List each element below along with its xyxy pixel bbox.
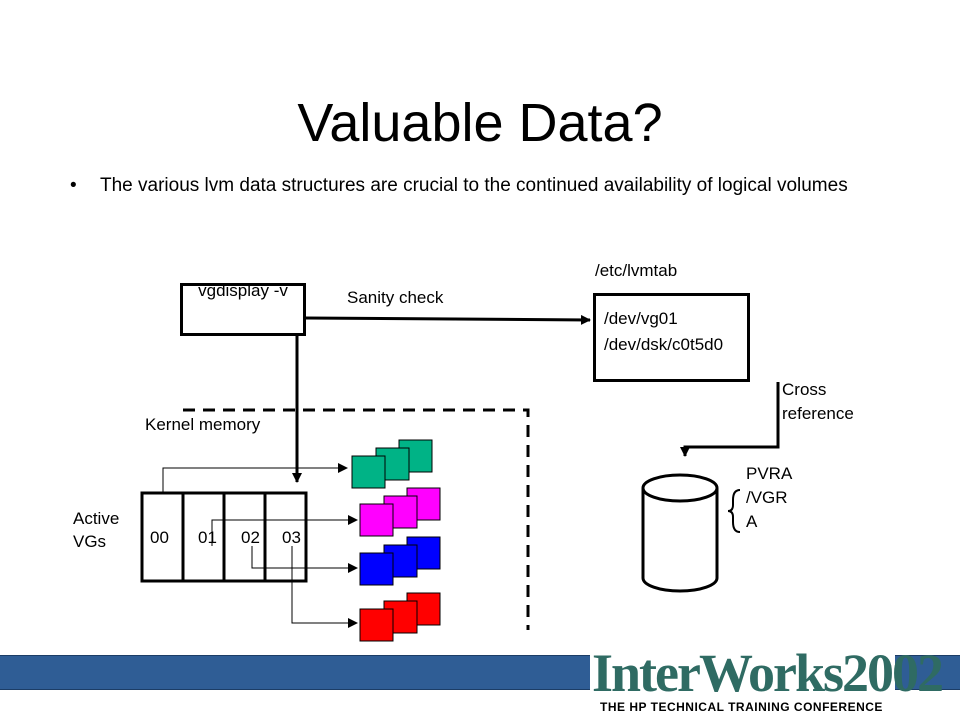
vg01-squares <box>359 487 441 537</box>
brace-icon <box>727 489 741 533</box>
cross-reference-label: reference <box>782 404 854 423</box>
kernel-memory-label: Kernel memory <box>145 415 261 434</box>
pvra-label: /VGR <box>746 488 788 507</box>
vg02-squares <box>359 536 441 586</box>
kernel-memory-boundary <box>183 408 530 630</box>
vg-number: 02 <box>241 528 260 547</box>
vg-number: 00 <box>150 528 169 547</box>
cross-reference-arrow <box>680 382 780 457</box>
square <box>359 503 394 537</box>
vgdisplay-box: vgdisplay -v <box>180 283 306 336</box>
vg00-connector <box>162 463 348 493</box>
lvmtab-title: /etc/lvmtab <box>595 261 678 280</box>
vgdisplay-label: vgdisplay -v <box>198 283 288 300</box>
vg-number: 03 <box>282 528 301 547</box>
sanity-check-label: Sanity check <box>347 288 444 307</box>
pvra-label: PVRA <box>746 464 793 483</box>
bullet-marker: • <box>70 175 77 196</box>
pvra-label: A <box>746 512 758 531</box>
vg01-connector <box>211 515 358 546</box>
footer-bar <box>0 655 590 690</box>
interworks-logo: InterWorks2002 THE HP TECHNICAL TRAINING… <box>592 643 944 720</box>
vg03-connector <box>291 546 358 628</box>
square <box>359 608 394 642</box>
lvmtab-line: /dev/vg01 <box>604 309 678 328</box>
square <box>359 552 394 586</box>
vg00-squares <box>351 439 433 489</box>
cross-reference-label: Cross <box>782 380 827 399</box>
disk-icon <box>641 473 719 593</box>
logo-brand: InterWorks2002 <box>592 643 944 703</box>
lvmtab-box: /dev/vg01 /dev/dsk/c0t5d0 <box>593 293 750 382</box>
square <box>351 455 386 489</box>
lvmtab-line: /dev/dsk/c0t5d0 <box>604 335 724 354</box>
vg-number: 01 <box>198 528 217 547</box>
footer-bar-right <box>895 655 960 690</box>
vg03-squares <box>359 592 441 642</box>
sanity-check-arrow <box>305 314 591 325</box>
slide-title: Valuable Data? <box>297 93 663 153</box>
vg02-connector <box>251 546 358 573</box>
bullet-text: The various lvm data structures are cruc… <box>100 175 848 196</box>
logo-tagline: THE HP TECHNICAL TRAINING CONFERENCE <box>600 700 883 714</box>
active-vgs-label: VGs <box>73 532 107 551</box>
active-vgs-label: Active <box>73 509 120 528</box>
